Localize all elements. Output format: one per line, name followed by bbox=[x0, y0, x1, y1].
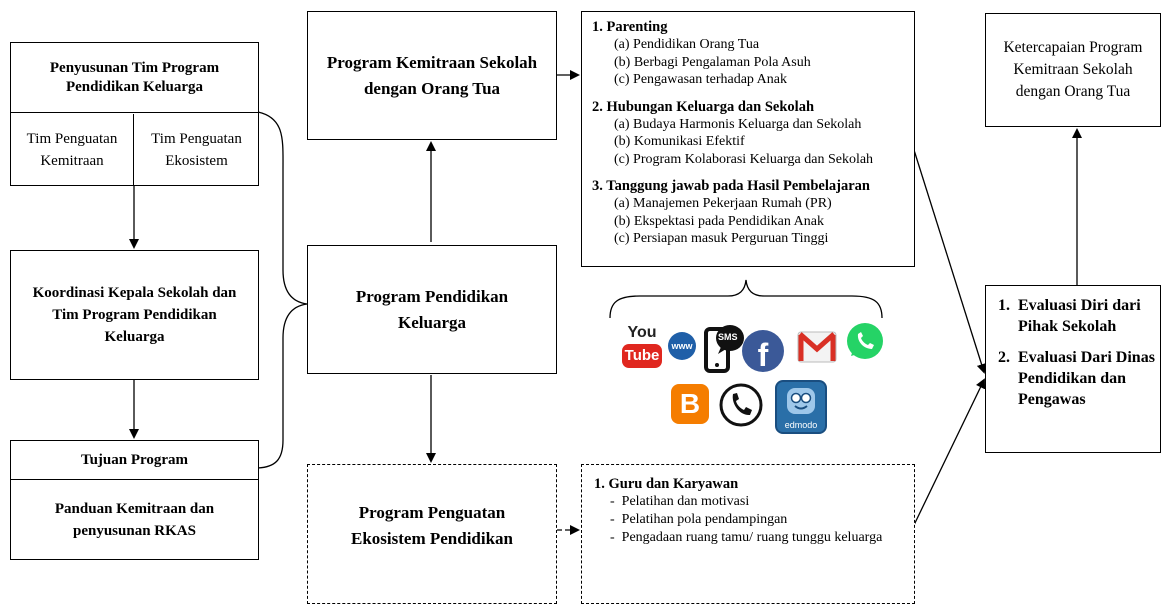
www-icon: www bbox=[668, 332, 696, 360]
sms-phone-graphic bbox=[704, 325, 744, 373]
list-item: (b) Berbagi Pengalaman Pola Asuh bbox=[614, 54, 811, 70]
evaluation-num: 2. bbox=[998, 349, 1010, 366]
evaluation-box: 1. Evaluasi Diri dari Pihak Sekolah 2. E… bbox=[985, 285, 1161, 453]
partnership-list-box: 1. Parenting (a) Pendidikan Orang Tua (b… bbox=[581, 11, 915, 267]
ecosystem-list-box: 1. Guru dan Karyawan - Pelatihan dan mot… bbox=[581, 464, 915, 604]
list-section-responsibility: 3. Tanggung jawab pada Hasil Pembelajara… bbox=[592, 177, 908, 248]
sms-phone-icon: SMS bbox=[704, 323, 744, 373]
left-brace bbox=[257, 111, 308, 469]
youtube-you-text: You bbox=[627, 324, 657, 341]
youtube-icon: You Tube bbox=[622, 324, 662, 370]
youtube-tube-text: Tube bbox=[622, 344, 662, 368]
gmail-icon: M bbox=[797, 330, 837, 364]
edmodo-text: edmodo bbox=[784, 420, 818, 430]
ecosystem-box: Program Penguatan Ekosistem Pendidikan bbox=[307, 464, 557, 604]
list-section-title: 3. Tanggung jawab pada Hasil Pembelajara… bbox=[592, 178, 870, 194]
ecosystem-list-item: - Pelatihan dan motivasi bbox=[610, 494, 750, 509]
goal-body: Panduan Kemitraan dan penyusunan RKAS bbox=[54, 500, 215, 539]
facebook-icon: f bbox=[742, 330, 784, 373]
list-section-relationship: 2. Hubungan Keluarga dan Sekolah (a) Bud… bbox=[592, 98, 908, 169]
evaluation-text: Evaluasi Diri dari Pihak Sekolah bbox=[1018, 297, 1141, 335]
evaluation-item: 1. Evaluasi Diri dari Pihak Sekolah bbox=[998, 295, 1156, 337]
phone-call-icon bbox=[719, 383, 763, 427]
list-section-title: 1. Parenting bbox=[592, 19, 668, 35]
edmodo-face bbox=[787, 388, 815, 414]
list-item: (c) Persiapan masuk Perguruan Tinggi bbox=[614, 231, 829, 246]
media-brace bbox=[609, 279, 883, 319]
evaluation-item: 2. Evaluasi Dari Dinas Pendidikan dan Pe… bbox=[998, 347, 1156, 410]
ecosystem-list-item: - Pelatihan pola pendampingan bbox=[610, 512, 788, 527]
ecosystem-list-item: - Pengadaan ruang tamu/ ruang tunggu kel… bbox=[610, 530, 883, 545]
achievement-box: Ketercapaian Program Kemitraan Sekolah d… bbox=[985, 13, 1161, 127]
whatsapp-graphic bbox=[847, 323, 883, 359]
goal-box: Tujuan Program Panduan Kemitraan dan pen… bbox=[10, 440, 259, 560]
ecosystem-list-title: 1. Guru dan Karyawan bbox=[594, 476, 739, 492]
blogger-text: B bbox=[679, 388, 701, 419]
list-item: (a) Budaya Harmonis Keluarga dan Sekolah bbox=[614, 116, 862, 132]
list-item: (a) Manajemen Pekerjaan Rumah (PR) bbox=[614, 196, 832, 211]
connector-lines bbox=[129, 70, 1082, 535]
list-item: (a) Pendidikan Orang Tua bbox=[614, 37, 760, 52]
arrow-ecosystem-list-to-evaluation bbox=[913, 378, 986, 526]
whatsapp-icon bbox=[845, 322, 885, 364]
blogger-icon: B bbox=[671, 384, 709, 424]
gmail-graphic bbox=[797, 331, 837, 363]
list-section-title: 2. Hubungan Keluarga dan Sekolah bbox=[592, 98, 815, 115]
phone-call-graphic bbox=[719, 383, 763, 427]
family-education-box: Program Pendidikan Keluarga bbox=[307, 245, 557, 374]
partnership-box: Program Kemitraan Sekolah dengan Orang T… bbox=[307, 11, 557, 140]
coordination-box: Koordinasi Kepala Sekolah dan Tim Progra… bbox=[10, 250, 259, 380]
team-left-label: Tim Penguatan Kemitraan bbox=[11, 114, 134, 185]
list-item: (b) Ekspektasi pada Pendidikan Anak bbox=[614, 213, 824, 229]
www-text: www bbox=[671, 341, 693, 351]
facebook-text: f bbox=[757, 336, 769, 373]
list-item: (b) Komunikasi Efektif bbox=[614, 134, 745, 149]
list-section-parenting: 1. Parenting (a) Pendidikan Orang Tua (b… bbox=[592, 18, 908, 89]
evaluation-text: Evaluasi Dari Dinas Pendidikan dan Penga… bbox=[1018, 349, 1155, 408]
list-item: (c) Program Kolaborasi Keluarga dan Seko… bbox=[614, 151, 874, 167]
sms-text: SMS bbox=[718, 332, 738, 342]
team-right-label: Tim Penguatan Ekosistem bbox=[151, 130, 242, 169]
arrow-list-to-evaluation bbox=[913, 149, 987, 374]
edmodo-icon: edmodo bbox=[775, 380, 827, 434]
goal-title: Tujuan Program bbox=[11, 441, 258, 480]
list-item: (c) Pengawasan terhadap Anak bbox=[614, 72, 787, 87]
team-box-title: Penyusunan Tim Program Pendidikan Keluar… bbox=[11, 43, 258, 113]
team-box: Penyusunan Tim Program Pendidikan Keluar… bbox=[10, 42, 259, 186]
evaluation-num: 1. bbox=[998, 297, 1010, 314]
